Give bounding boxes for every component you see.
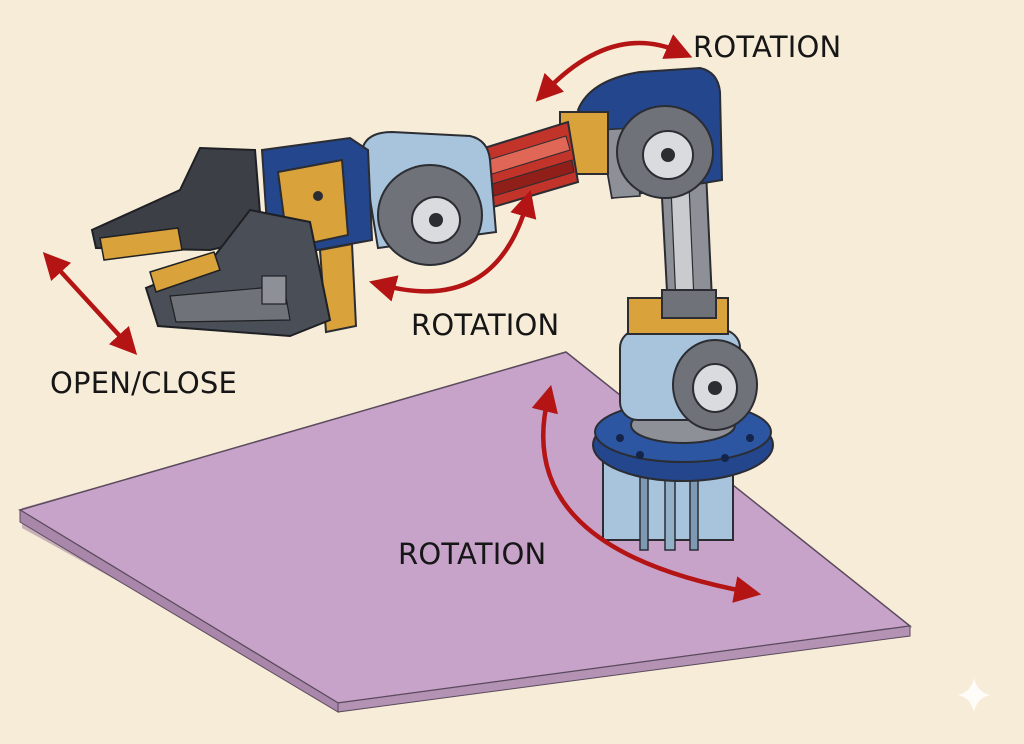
gripper-open-close-label: OPEN/CLOSE <box>50 366 238 400</box>
forearm-link <box>476 120 580 210</box>
gripper <box>90 146 332 338</box>
elbow-servo <box>360 130 498 266</box>
base-rotation-label: ROTATION <box>398 537 547 571</box>
base-rotation-arrow <box>531 384 762 603</box>
shoulder-servo <box>559 66 724 200</box>
motion-arrows <box>42 34 762 603</box>
gripper-open-close-arrow <box>42 252 138 355</box>
elbow-rotation-label: ROTATION <box>411 308 560 342</box>
base-platform <box>18 351 912 713</box>
shoulder-rotation-label: ROTATION <box>693 30 842 64</box>
sparkle-icon <box>958 678 990 712</box>
elbow-rotation-arrow <box>368 190 537 302</box>
shoulder-rotation-arrow <box>535 34 693 102</box>
